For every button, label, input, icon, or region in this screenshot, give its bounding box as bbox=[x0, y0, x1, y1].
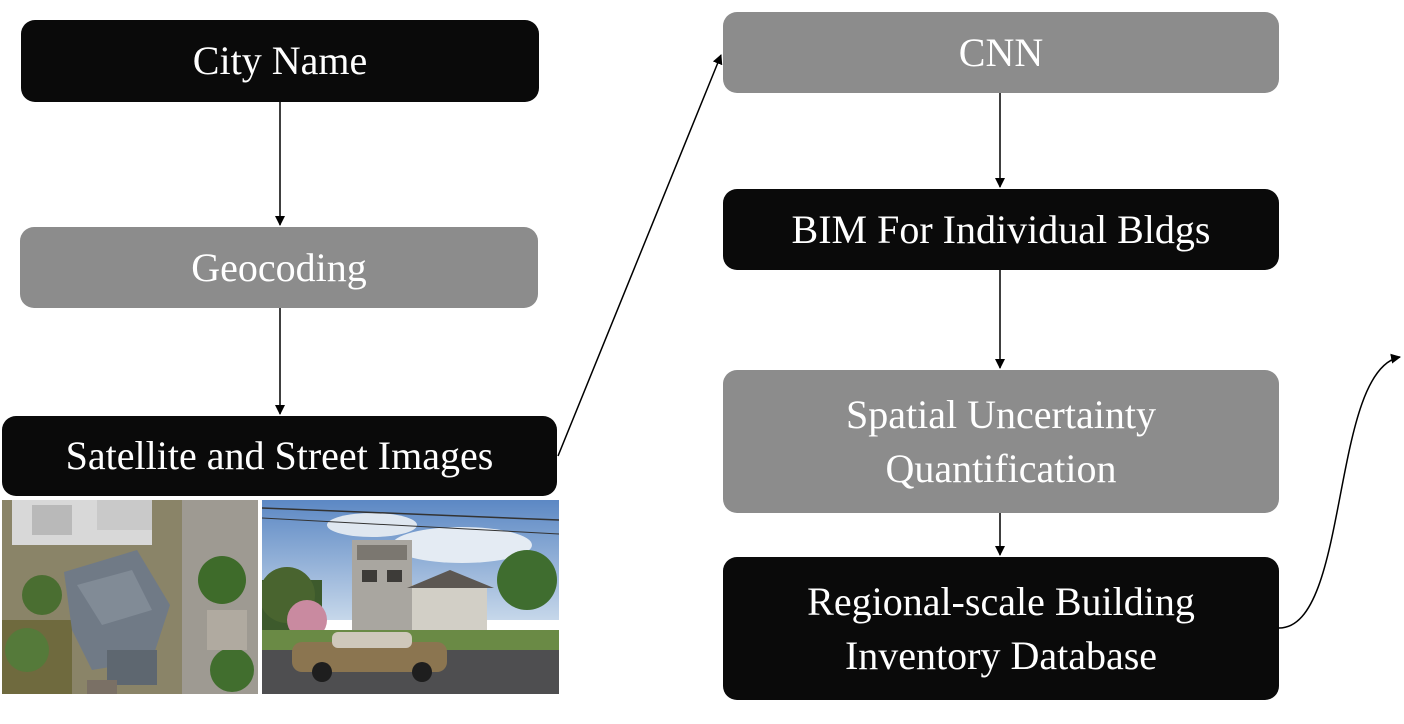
arrow-images-to-cnn bbox=[557, 54, 723, 457]
node-database-label: Regional-scale Building Inventory Databa… bbox=[807, 578, 1195, 678]
node-building-inventory-database: Regional-scale Building Inventory Databa… bbox=[723, 557, 1279, 700]
node-geocoding-label: Geocoding bbox=[191, 244, 367, 290]
node-city-name: City Name bbox=[21, 20, 539, 102]
node-cnn-label: CNN bbox=[958, 29, 1044, 75]
node-bim: BIM For Individual Bldgs bbox=[723, 189, 1279, 270]
node-spatial-uncertainty: Spatial Uncertainty Quantification bbox=[723, 370, 1279, 513]
street-view-image bbox=[262, 500, 559, 694]
node-images-label: Satellite and Street Images bbox=[65, 433, 494, 478]
node-spatial-label: Spatial Uncertainty Quantification bbox=[846, 391, 1156, 491]
node-city-name-label: City Name bbox=[192, 38, 368, 83]
node-cnn: CNN bbox=[723, 12, 1279, 93]
node-bim-label: BIM For Individual Bldgs bbox=[791, 206, 1211, 252]
node-geocoding: Geocoding bbox=[20, 227, 538, 308]
satellite-image bbox=[2, 500, 258, 694]
arrow-database-out bbox=[1278, 353, 1401, 629]
node-satellite-street-images: Satellite and Street Images bbox=[2, 416, 557, 496]
